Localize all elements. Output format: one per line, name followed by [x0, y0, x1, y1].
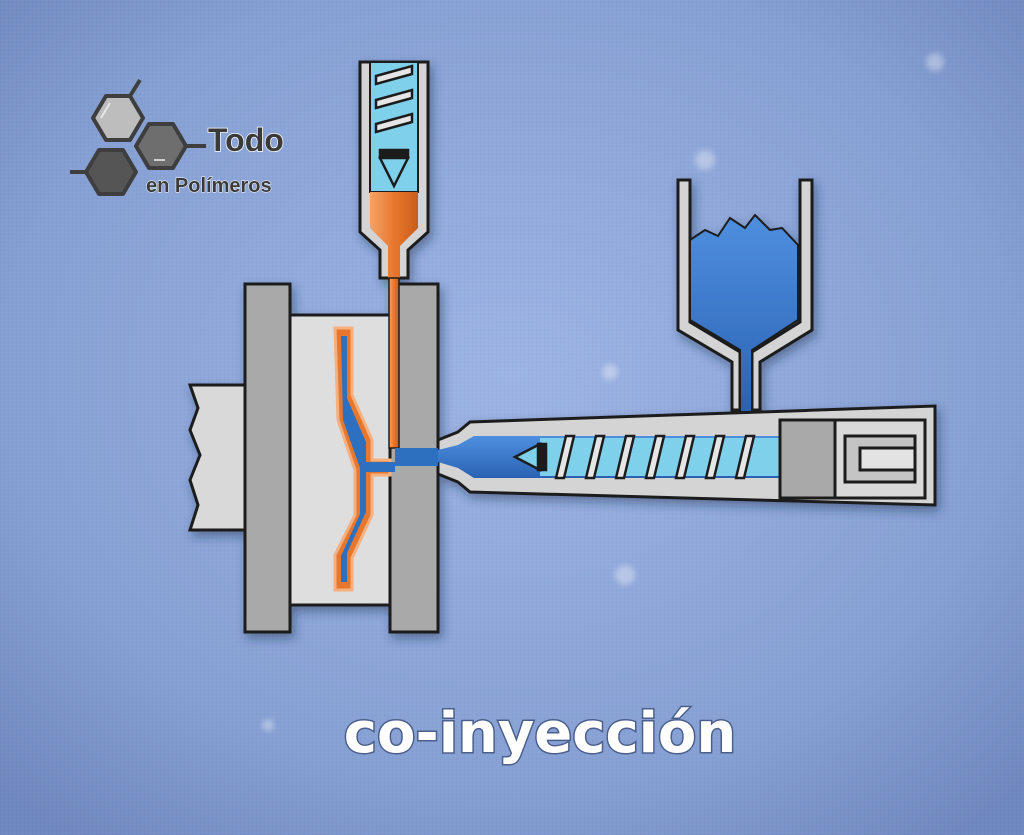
horizontal-injection-unit: [395, 404, 937, 507]
molded-part: [333, 326, 395, 592]
caption: co-inyección: [344, 701, 736, 766]
brand-subtitle: en Polímeros: [146, 175, 272, 197]
platen-tie-rod: [187, 383, 247, 532]
logo-hexagons-icon: [70, 78, 206, 196]
machine-diagram: [187, 60, 937, 634]
brand-title: Todo: [208, 122, 284, 158]
logo: Todo en Polímeros: [70, 78, 285, 198]
vertical-screw-icon: [374, 64, 414, 189]
hopper: [676, 178, 814, 413]
vertical-injection-unit: [358, 60, 430, 449]
background-sparkles: [262, 53, 944, 731]
drive-unit: [778, 418, 927, 500]
horizontal-screw-icon: [512, 434, 756, 480]
